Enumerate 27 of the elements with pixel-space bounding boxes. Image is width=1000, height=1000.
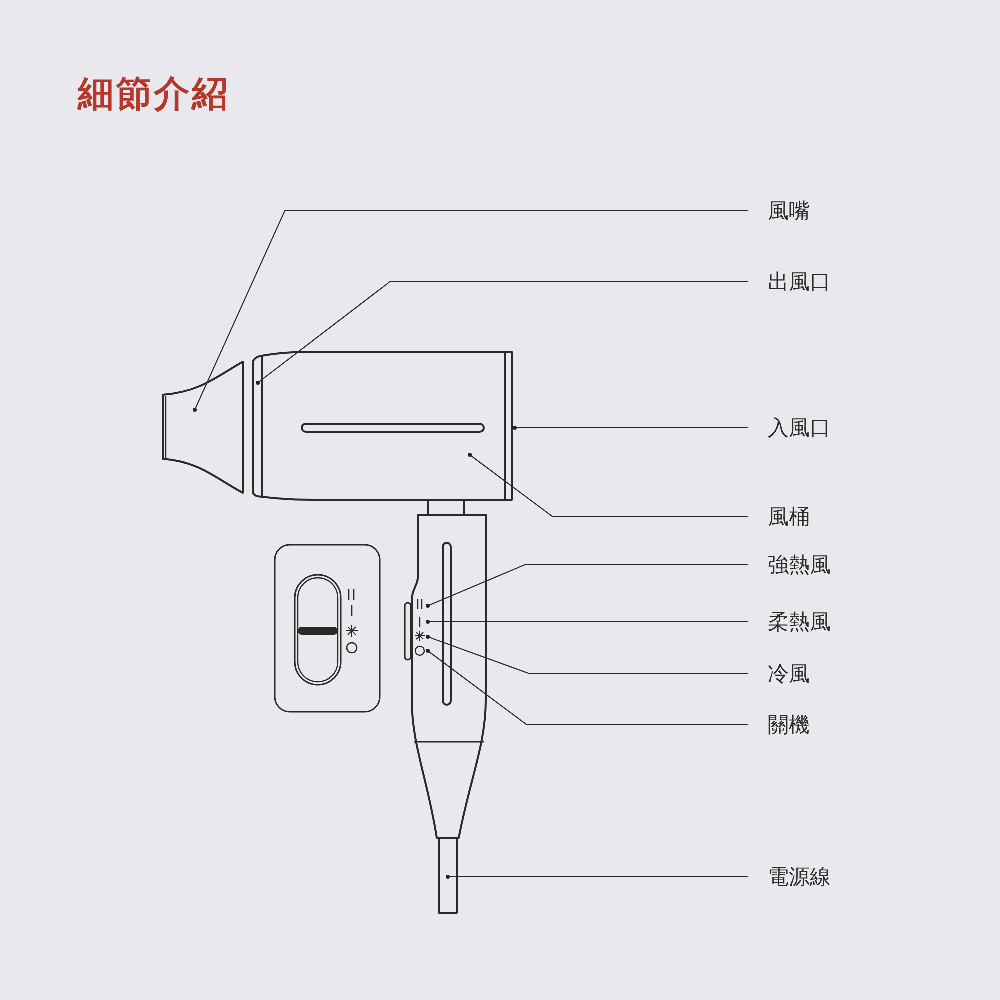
nozzle-drawing [162, 361, 244, 494]
leader-line [426, 564, 748, 608]
power-cord [438, 837, 458, 914]
barrel-body [261, 351, 506, 501]
leader-line [256, 281, 748, 385]
part-label: 強熱風 [748, 552, 831, 578]
part-label: 入風口 [748, 415, 831, 441]
air-inlet-ring [504, 351, 513, 501]
high-heat-icon [417, 598, 423, 610]
leader-line [446, 875, 748, 879]
part-label: 風嘴 [748, 198, 810, 224]
leader-line [193, 210, 748, 412]
off-circle-icon [414, 646, 426, 656]
leader-line [426, 620, 748, 624]
part-label: 電源線 [748, 864, 831, 890]
part-label: 柔熱風 [748, 609, 831, 635]
leader-line [468, 453, 748, 518]
air-outlet-ring [252, 355, 263, 498]
leader-line [513, 426, 748, 430]
part-label: 冷風 [748, 661, 810, 687]
part-label: 關機 [748, 712, 810, 738]
snowflake-icon [414, 630, 426, 642]
part-label: 出風口 [748, 269, 831, 295]
part-label: 風桶 [748, 504, 810, 530]
leader-line [426, 635, 748, 675]
leader-line [426, 649, 748, 726]
title: 細節介紹 [78, 73, 230, 117]
